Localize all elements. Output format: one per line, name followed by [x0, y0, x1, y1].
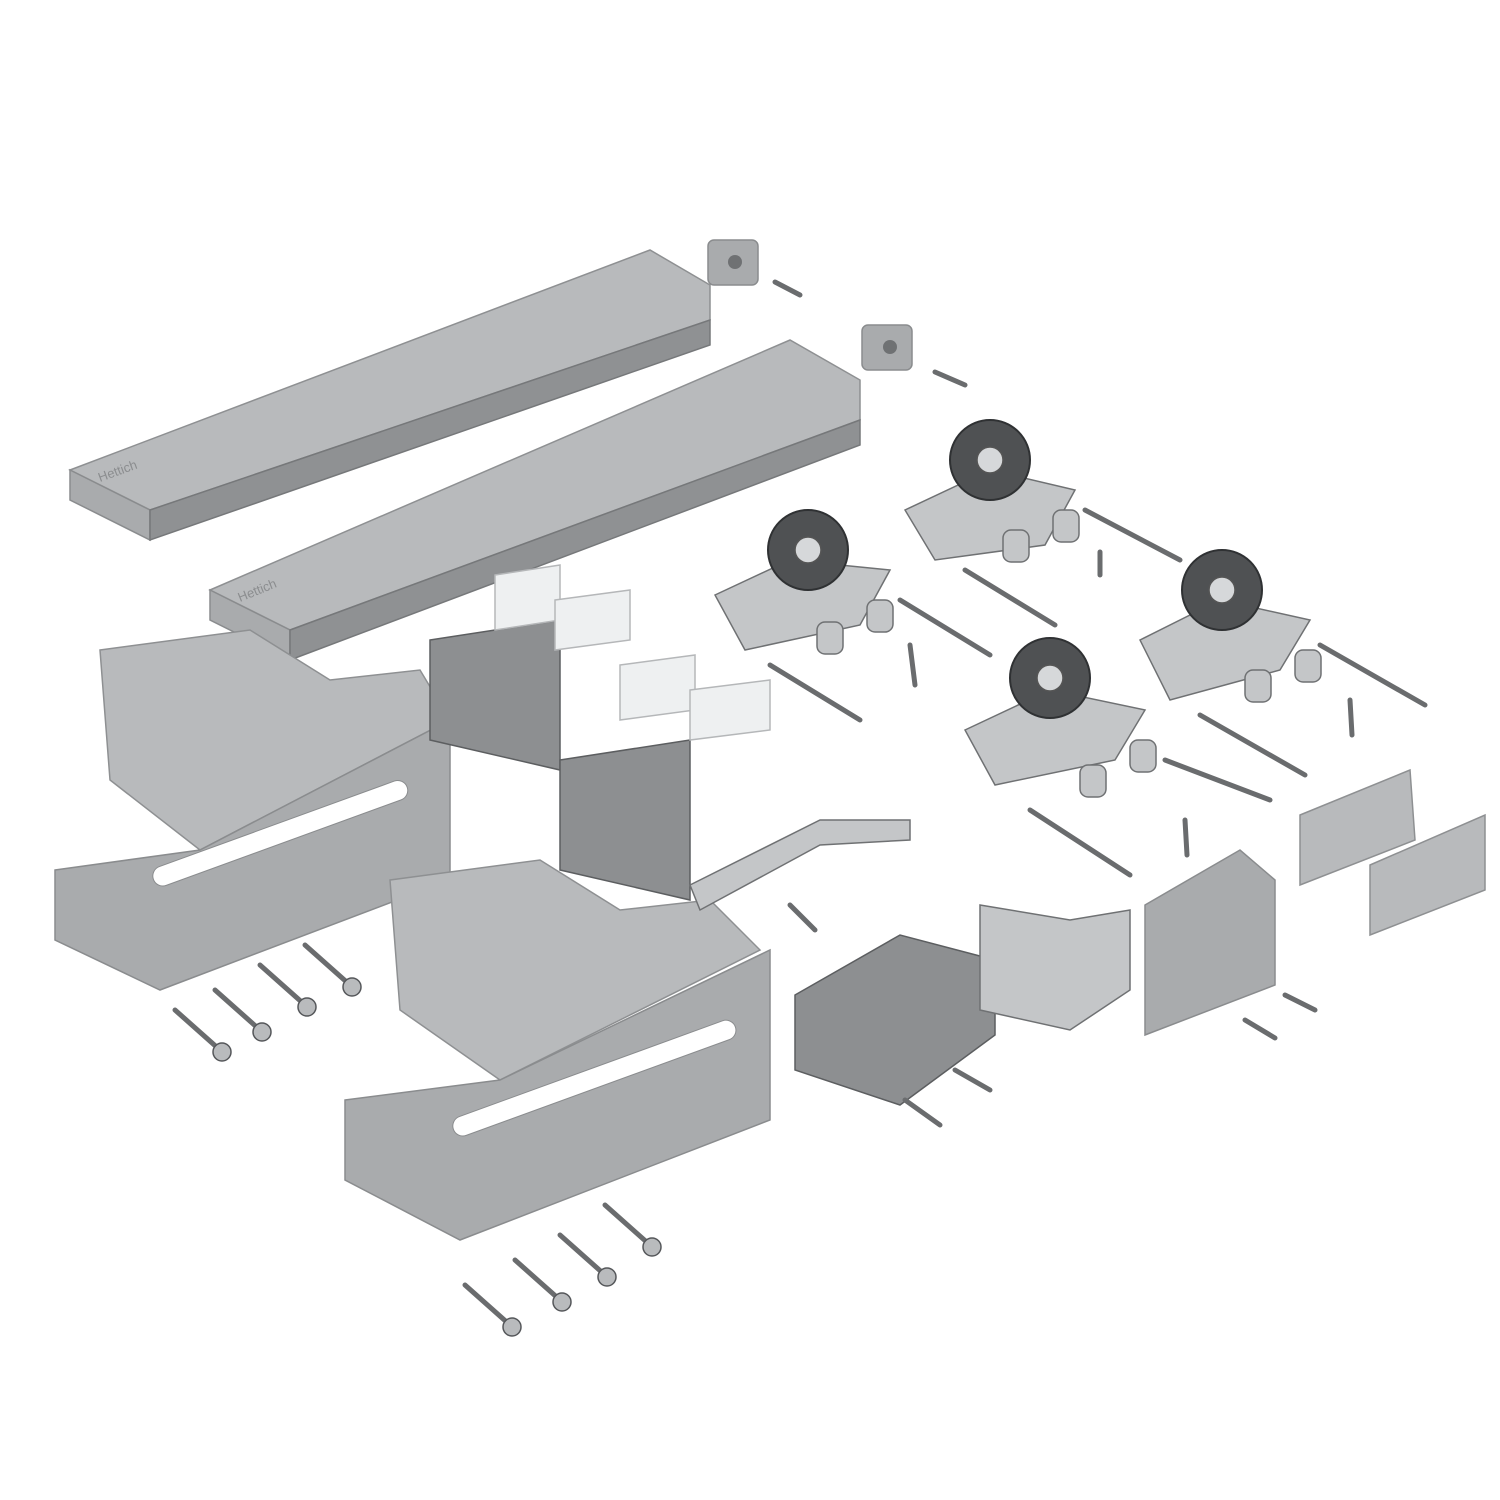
stopper-block: [1144, 849, 1276, 1037]
damper-unit: Hettich: [68, 249, 711, 542]
small-screw: [932, 369, 968, 388]
plastic-bracket: [54, 629, 452, 991]
shim-plate: [1369, 813, 1486, 937]
roller-carriage: [1138, 549, 1312, 701]
clip-mount: [429, 564, 631, 771]
end-cap: [861, 324, 913, 371]
roller-carriage: [713, 509, 892, 651]
long-bolt: [767, 507, 1428, 878]
link-arm: [689, 819, 911, 912]
angle-bracket: [794, 934, 996, 1106]
barrel-nut: [816, 509, 1322, 798]
end-cap: [707, 239, 759, 286]
clip-mount: [559, 654, 771, 901]
roller-carriage: [963, 637, 1147, 786]
small-screw: [772, 279, 803, 298]
plastic-bracket: [344, 859, 771, 1241]
wood-screw: [172, 942, 662, 1337]
guide-bracket: [979, 904, 1131, 1031]
dowel: [902, 992, 1318, 1128]
shim-plate: [1299, 768, 1416, 887]
small-screw: [787, 549, 1355, 933]
roller-carriage: [903, 419, 1077, 561]
